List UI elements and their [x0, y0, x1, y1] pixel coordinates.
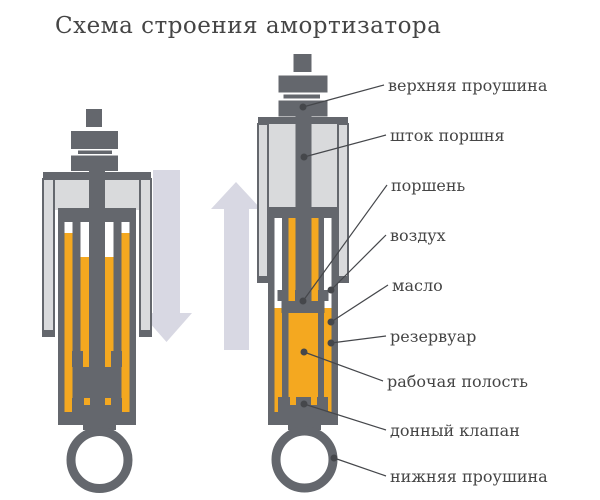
compression-down-arrow	[141, 170, 192, 342]
label-piston-rod: шток поршня	[390, 126, 505, 145]
piston-port-right	[105, 351, 111, 367]
mount-washer	[283, 94, 320, 99]
piston-port-left	[288, 290, 295, 301]
mount-washer	[78, 150, 112, 154]
tube-air-right	[105, 222, 114, 257]
tube-oil-left	[80, 257, 89, 351]
reservoir-oil-left	[64, 233, 73, 412]
tube-air-left	[80, 222, 89, 257]
leader-oil	[330, 284, 389, 323]
dot-upper-eye	[299, 103, 307, 111]
reservoir-oil-left	[274, 308, 282, 412]
piston-crown	[277, 290, 329, 301]
piston-crown	[72, 351, 122, 367]
valve-port-right	[105, 398, 111, 405]
label-reservoir: резервуар	[390, 327, 476, 346]
dot-piston	[299, 297, 307, 305]
dot-piston-rod	[300, 153, 308, 161]
dot-bottom-valve	[300, 400, 308, 408]
lower-eye-ring	[271, 426, 338, 493]
leader-upper-eye	[302, 84, 385, 108]
leader-working-cavity	[303, 351, 384, 382]
leader-piston	[302, 184, 388, 302]
casing-wall-left	[42, 178, 55, 337]
casing-wall-left-cap	[43, 330, 54, 336]
page-title: Схема строения амортизатора	[55, 13, 441, 39]
bottom-valve	[72, 398, 122, 413]
casing-wall-left	[257, 123, 269, 283]
eye-connector	[83, 423, 116, 430]
piston-rod-upper	[89, 176, 105, 212]
dot-reservoir	[327, 339, 335, 347]
valve-port-right	[311, 397, 317, 405]
piston-port-left	[83, 351, 89, 367]
dot-oil	[327, 318, 335, 326]
casing-wall-right	[139, 178, 152, 337]
dot-lower-eye	[330, 454, 338, 462]
label-oil: масло	[392, 276, 443, 295]
leader-lower-eye	[333, 457, 387, 477]
air-gap-right	[324, 218, 332, 308]
piston-body	[281, 301, 325, 313]
label-piston: поршень	[391, 176, 466, 195]
casing-wall-right-cap	[338, 276, 348, 282]
leader-air	[330, 234, 387, 291]
tube-oil-left	[288, 218, 296, 292]
reservoir-oil-right	[121, 233, 130, 412]
air-gap-right	[121, 222, 130, 233]
mount-block-upper	[278, 75, 328, 93]
mount-block-lower	[71, 155, 118, 171]
label-air: воздух	[390, 226, 446, 245]
labels: верхняя проушина шток поршня поршень воз…	[387, 76, 548, 486]
absorber-extended	[257, 54, 349, 493]
leader-reservoir	[330, 335, 387, 344]
top-stem	[86, 109, 102, 127]
valve-port-left	[290, 397, 296, 405]
casing-wall-right-cap	[140, 330, 151, 336]
piston-body	[77, 367, 118, 391]
label-upper-eye: верхняя проушина	[388, 76, 548, 95]
piston-rod-upper	[295, 120, 312, 210]
casing-wall-left-cap	[258, 276, 268, 282]
label-bottom-valve: донный клапан	[390, 421, 520, 440]
tube-oil-right	[105, 257, 114, 351]
piston-port-right	[311, 290, 318, 301]
rebound-up-arrow	[211, 182, 261, 350]
valve-port-left	[84, 398, 90, 405]
dot-working-cavity	[300, 348, 308, 356]
air-gap-left	[64, 222, 73, 233]
reservoir-oil-right	[324, 308, 332, 412]
top-stem	[293, 54, 312, 72]
dot-air	[327, 286, 335, 294]
label-lower-eye: нижняя проушина	[390, 467, 548, 486]
leader-piston-rod	[303, 134, 387, 158]
air-gap-left	[274, 218, 282, 308]
lower-eye-ring	[66, 427, 133, 493]
leader-lines	[299, 84, 389, 477]
mount-block-upper	[71, 131, 118, 149]
leader-bottom-valve	[303, 403, 387, 431]
label-working-cavity: рабочая полость	[387, 372, 528, 391]
tube-oil-right	[311, 218, 319, 292]
absorber-compressed	[42, 109, 152, 493]
